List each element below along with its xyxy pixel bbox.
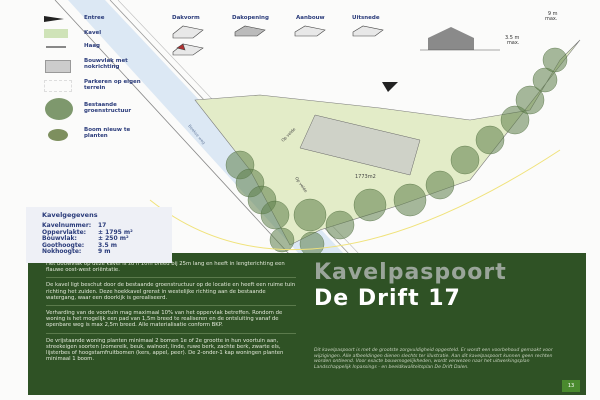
- plot-details-title: Kavelgegevens: [42, 211, 98, 219]
- plot-swatch-icon: [44, 29, 68, 38]
- legend-item: Boom nieuw te planten: [84, 127, 131, 139]
- entrance-triangle-icon: [44, 16, 64, 22]
- info-panel: Het bouwvlak op deze kavel is zo'n 10m b…: [28, 253, 586, 395]
- area-label: 1773m2: [355, 174, 376, 180]
- roof-type-label: Aanbouw: [296, 15, 325, 21]
- road-edge: [54, 0, 291, 256]
- new-tree-icon: [48, 129, 68, 141]
- roof-type-icons: [172, 25, 384, 56]
- plot-detail-row: Goothoogte:3.5 m: [42, 241, 117, 249]
- plot-detail-row: Oppervlakte:± 1795 m²: [42, 228, 133, 236]
- eave-height-label: 3.5 m max.: [505, 35, 520, 46]
- house-icon: [294, 25, 326, 37]
- existing-trees-icon: [45, 98, 73, 120]
- legend-item: Bestaande groenstructuur: [84, 102, 132, 114]
- legend-item: Kavel: [84, 30, 102, 36]
- legend-item: Haag: [84, 43, 100, 49]
- paragraph: Het bouwvlak op deze kavel is zo'n 10m b…: [46, 261, 296, 279]
- plot-detail-row: Nokhoogte:9 m: [42, 248, 111, 255]
- legend-item: Bouwvlak met nokrichting: [84, 58, 128, 70]
- house-icon: [172, 25, 204, 39]
- page-number: 13: [562, 380, 580, 392]
- house-icon: [352, 25, 384, 37]
- legend-item: Entree: [84, 15, 105, 21]
- paragraph: De kavel ligt beschut door de bestaande …: [46, 282, 296, 307]
- page-subtitle: De Drift 17: [314, 286, 461, 311]
- existing-trees: [225, 47, 568, 257]
- house-icon: [234, 25, 266, 37]
- roof-type-label: Dakopening: [232, 15, 269, 21]
- building-section: [428, 27, 474, 50]
- roof-type-label: Dakvorm: [172, 15, 200, 21]
- page-title: Kavelpaspoort: [314, 260, 507, 285]
- disclaimer-text: Dit kavelpaspoort is met de grootste zor…: [314, 348, 553, 370]
- plot-detail-row: Bouwvlak:± 250 m²: [42, 235, 129, 242]
- site-plan-map: Beekse weg 1773m2 Op velde Op velde: [54, 0, 581, 257]
- entrance-marker: [382, 82, 398, 92]
- paragraph: Verharding van de voortuin mag maximaal …: [46, 310, 296, 334]
- paragraph: De vrijstaande woning planten minimaal 2…: [46, 337, 284, 363]
- plot-details-box: Kavelgegevens Kavelnummer:17 Oppervlakte…: [26, 207, 172, 263]
- description-column: Het bouwvlak op deze kavel is zo'n 10m b…: [46, 261, 296, 370]
- hedge-line-icon: [46, 46, 66, 48]
- building-plane-icon: [45, 60, 71, 73]
- parking-icon: [44, 80, 72, 92]
- ridge-height-label: 9 m max.: [545, 11, 558, 22]
- roof-type-label: Uitsnede: [352, 15, 380, 21]
- legend-item: Parkeren op eigen terrein: [84, 79, 141, 91]
- house-icon: [172, 43, 204, 56]
- plot-detail-row: Kavelnummer:17: [42, 222, 107, 229]
- building-plane: [299, 114, 421, 176]
